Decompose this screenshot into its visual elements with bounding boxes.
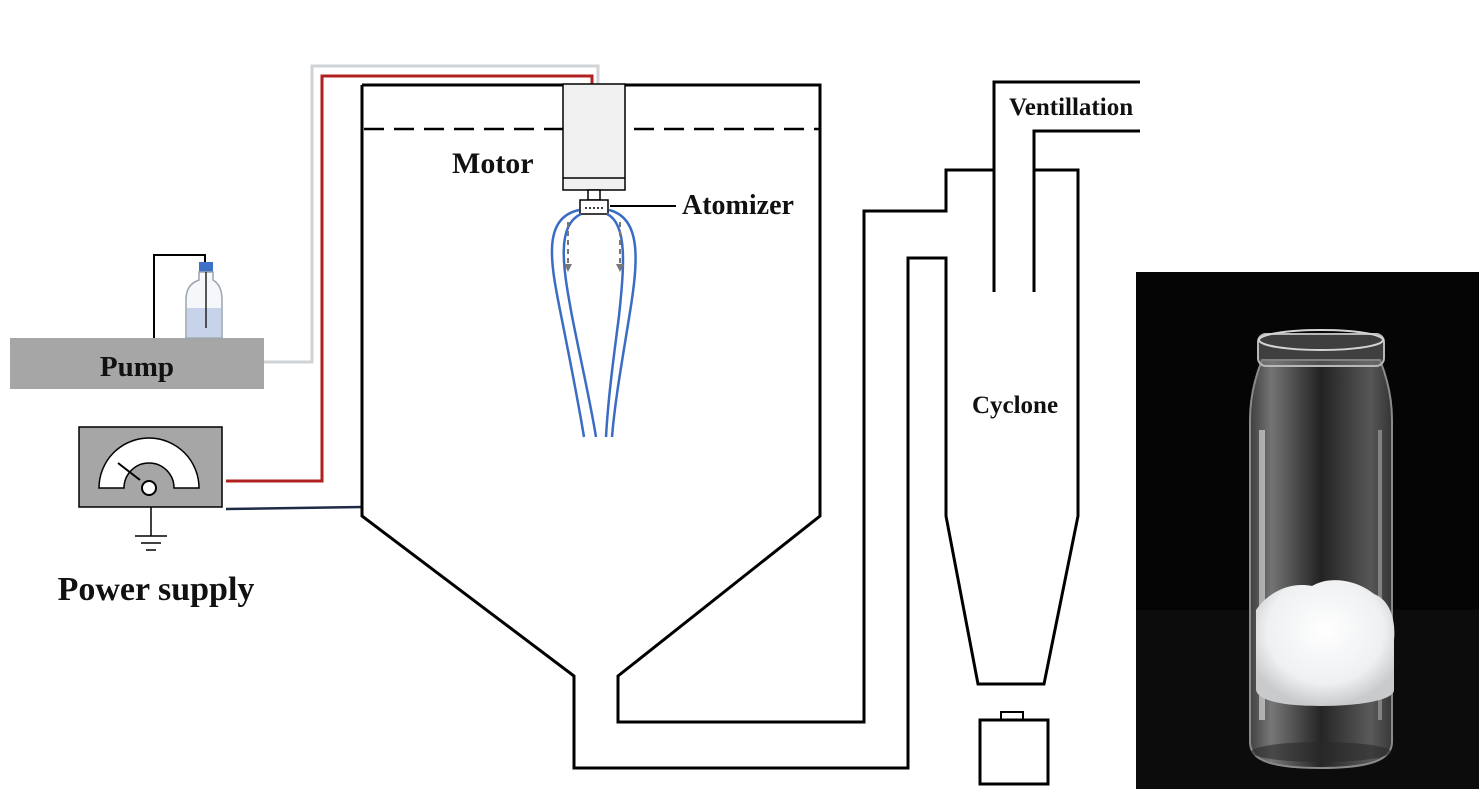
motor-label: Motor [452,147,534,180]
powder-collector [978,718,1050,786]
atomizer-head [579,199,609,215]
power-ground-wire [225,505,363,511]
pump-bench [10,338,264,389]
spray-left-outer [550,208,586,438]
motor-shaft [587,189,601,201]
vial-body [1249,359,1393,770]
power-meter-needle [117,462,141,481]
cyclone-label: Cyclone [972,392,1058,419]
drying-chamber [362,83,996,724]
power-positive-wire [226,74,594,483]
power-supply-label: Power supply [58,571,255,608]
droplet-arrow-left-head [564,264,572,272]
drying-chamber-left-wall [360,85,1080,770]
vial-mouth [1258,329,1384,351]
spray-left-inner [562,212,598,438]
pump-label: Pump [100,351,174,383]
pump-feed-tube [264,64,600,364]
ventilation-pipe-inner [1032,129,1140,170]
droplet-arrow-right-head [616,264,624,272]
spray-right-outer [608,208,637,438]
ventillation-label: Ventillation [1009,94,1133,121]
power-meter-dial [98,437,200,489]
bottle-cap [199,262,213,272]
bottle-liquid [187,308,221,337]
ventilation-pipe-outer [992,80,1140,170]
motor-body [562,83,626,191]
spray-right-inner [604,212,625,438]
product-photo [1136,272,1479,789]
atomizer-label: Atomizer [682,190,794,221]
power-meter-pivot [141,480,157,496]
vial-powder [1256,580,1395,706]
vial-bottom [1251,742,1391,762]
